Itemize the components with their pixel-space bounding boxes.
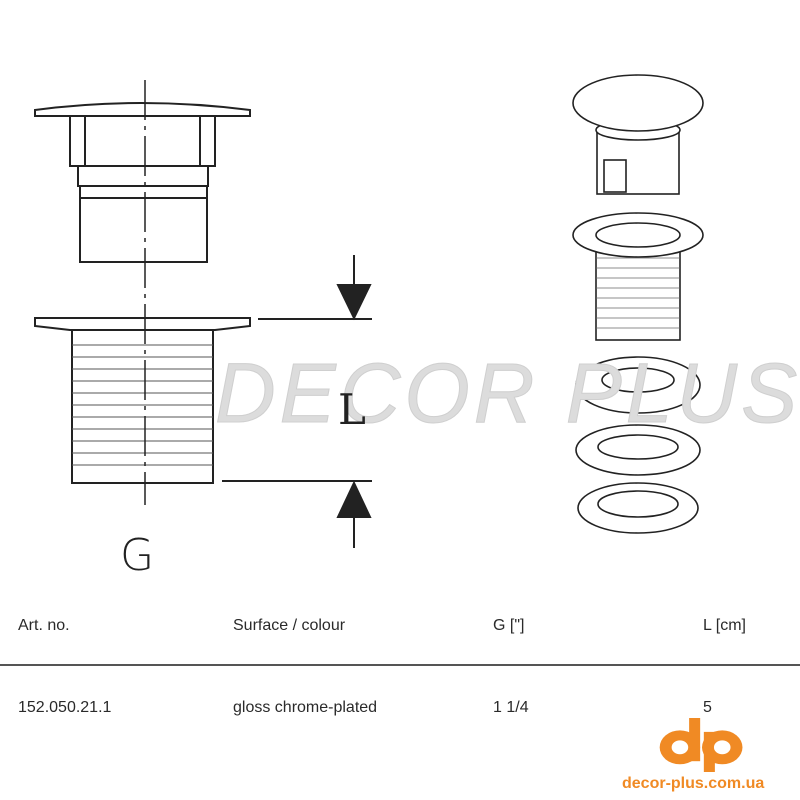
- brand-logo: [659, 718, 743, 772]
- technical-drawing: [34, 74, 704, 548]
- dimension-l-label: L: [338, 385, 366, 434]
- cell-l: 5: [703, 699, 712, 716]
- header-l: L [cm]: [703, 617, 746, 634]
- dimension-g-label: G: [120, 530, 155, 581]
- watermark: DECOR PLUS: [214, 346, 800, 441]
- brand-site: decor-plus.com.ua: [622, 775, 765, 792]
- cell-g: 1 1/4: [493, 699, 529, 716]
- header-art-no: Art. no.: [18, 617, 70, 634]
- table-divider: [0, 664, 800, 666]
- header-g: G ["]: [493, 617, 525, 634]
- dimension-lines: [222, 255, 372, 548]
- section-view: [34, 80, 251, 505]
- header-surface: Surface / colour: [233, 617, 346, 634]
- cell-art-no: 152.050.21.1: [18, 699, 112, 716]
- exploded-view: [572, 74, 704, 534]
- cell-surface: gloss chrome-plated: [233, 699, 378, 716]
